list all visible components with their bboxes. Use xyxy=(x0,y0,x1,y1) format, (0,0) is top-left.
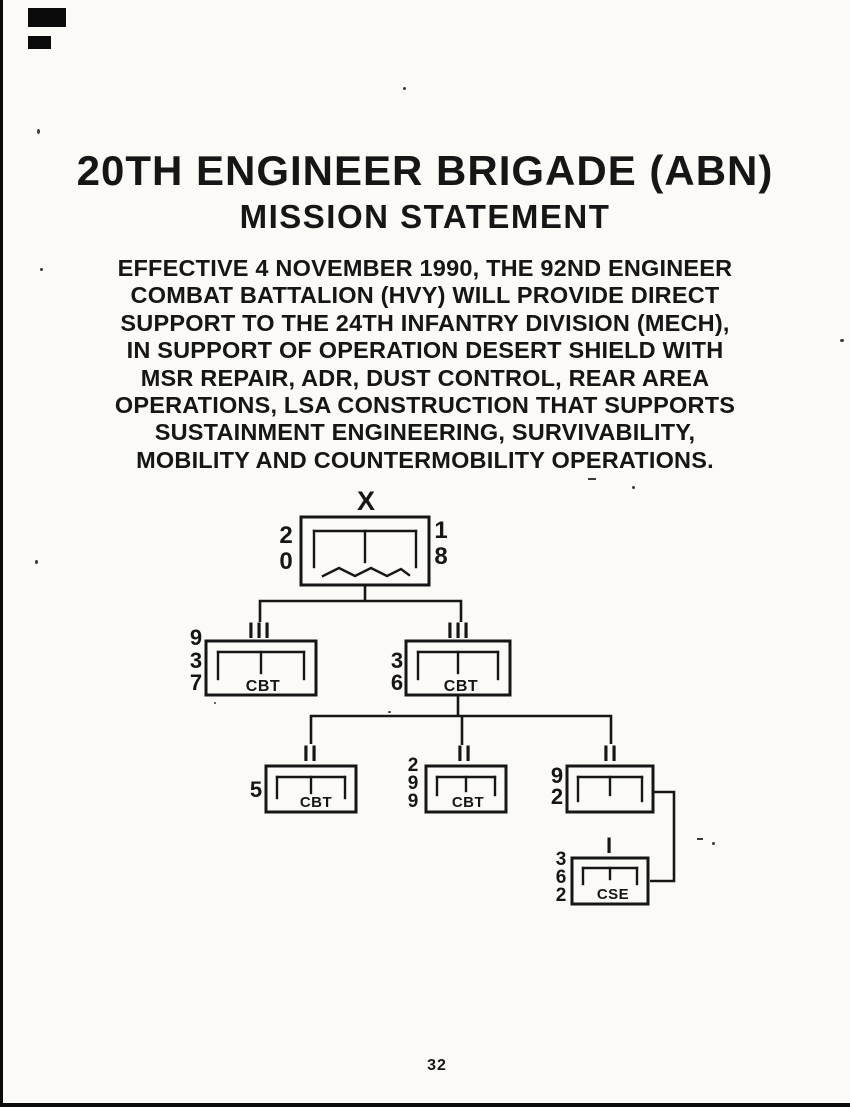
unit-number-digit: 5 xyxy=(250,777,262,802)
unit-number-digit: 9 xyxy=(551,763,563,788)
speckle xyxy=(40,268,43,271)
mission-line: EFFECTIVE 4 NOVEMBER 1990, THE 92ND ENGI… xyxy=(117,255,733,281)
speckle xyxy=(37,129,40,134)
speckle xyxy=(632,486,635,489)
scan-edge-left xyxy=(0,0,3,1107)
engineer-symbol xyxy=(275,775,347,800)
unit-number-digit: 3 xyxy=(391,648,403,673)
speckle xyxy=(697,838,703,840)
unit-group-937: III 9 3 7 CBT xyxy=(190,618,318,697)
unit-number-digit: 2 xyxy=(279,522,292,549)
speckle xyxy=(214,702,216,704)
unit-number-digit: 3 xyxy=(556,849,567,870)
connector-lines xyxy=(258,585,676,883)
speckle xyxy=(712,842,715,845)
scan-blob-top-left-2 xyxy=(28,36,51,49)
echelon-battalion: II xyxy=(457,741,473,766)
speckle xyxy=(588,478,596,480)
unit-battalion-299: II 2 9 9 CBT xyxy=(408,741,508,814)
unit-number-digit: 9 xyxy=(190,625,202,650)
unit-company-362: I 3 6 2 CSE xyxy=(556,833,650,906)
mission-line: SUPPORT TO THE 24TH INFANTRY DIVISION (M… xyxy=(120,309,730,336)
engineer-symbol xyxy=(581,866,639,886)
engineer-symbol xyxy=(416,650,500,681)
unit-battalion-92: II 9 2 xyxy=(551,741,655,814)
unit-type-label: CSE xyxy=(597,886,629,903)
engineer-symbol xyxy=(312,529,418,578)
mission-statement: EFFECTIVE 4 NOVEMBER 1990, THE 92ND ENGI… xyxy=(0,255,850,474)
unit-number-digit: 2 xyxy=(556,885,567,906)
unit-number-digit: 0 xyxy=(279,548,292,575)
engineer-symbol xyxy=(216,650,306,681)
page-number: 32 xyxy=(427,1057,447,1074)
echelon-company: I xyxy=(606,833,614,858)
unit-box xyxy=(299,515,431,587)
connector-line-bracket xyxy=(650,790,676,883)
echelon-brigade: X xyxy=(357,486,375,516)
mission-line: COMBAT BATTALION (HVY) WILL PROVIDE DIRE… xyxy=(130,282,720,309)
unit-type-label: CBT xyxy=(444,678,478,695)
page-title: 20TH ENGINEER BRIGADE (ABN) xyxy=(76,147,774,194)
unit-number-digit: 6 xyxy=(556,867,567,888)
echelon-battalion: II xyxy=(303,741,319,766)
echelon-battalion: II xyxy=(603,741,619,766)
symbol-zigzag xyxy=(321,566,411,578)
unit-box xyxy=(565,764,655,814)
unit-number-digit: 7 xyxy=(190,670,202,695)
echelon-group: III xyxy=(248,618,272,643)
engineer-symbol xyxy=(576,775,644,803)
scan-blob-top-left-1 xyxy=(28,8,66,27)
unit-box xyxy=(424,764,508,814)
unit-battalion-5: II 5 CBT xyxy=(250,741,358,814)
page-subtitle: MISSION STATEMENT xyxy=(239,198,611,235)
unit-box xyxy=(404,639,512,697)
mission-line: MSR REPAIR, ADR, DUST CONTROL, REAR AREA xyxy=(140,364,710,391)
mission-line: OPERATIONS, LSA CONSTRUCTION THAT SUPPOR… xyxy=(114,392,736,419)
unit-number-digit: 3 xyxy=(190,648,202,673)
unit-group-36: III 3 6 CBT xyxy=(391,618,512,697)
unit-brigade: X 2 0 1 8 xyxy=(279,486,448,587)
mission-line: IN SUPPORT OF OPERATION DESERT SHIELD WI… xyxy=(126,337,724,364)
speckle xyxy=(840,339,844,342)
unit-number-digit: 2 xyxy=(408,755,419,776)
unit-number-digit: 8 xyxy=(434,543,447,570)
mission-line: SUSTAINMENT ENGINEERING, SURVIVABILITY, xyxy=(154,419,696,446)
unit-type-label: CBT xyxy=(452,794,484,811)
scan-edge-bottom xyxy=(0,1103,850,1107)
speckle xyxy=(403,87,406,90)
unit-number-digit: 6 xyxy=(391,670,403,695)
speckle xyxy=(388,711,391,713)
unit-number-digit: 2 xyxy=(551,784,563,809)
connector-line xyxy=(258,599,463,622)
unit-type-label: CBT xyxy=(300,794,332,811)
engineer-symbol xyxy=(435,775,497,797)
speckle xyxy=(35,560,38,564)
unit-number-digit: 1 xyxy=(434,517,447,544)
unit-box xyxy=(264,764,358,814)
unit-number-digit: 9 xyxy=(408,773,419,794)
unit-box xyxy=(204,639,318,697)
unit-box xyxy=(570,856,650,906)
unit-type-label: CBT xyxy=(246,678,280,695)
unit-number-digit: 9 xyxy=(408,791,419,812)
echelon-group: III xyxy=(447,618,471,643)
mission-line: MOBILITY AND COUNTERMOBILITY OPERATIONS. xyxy=(136,446,714,473)
